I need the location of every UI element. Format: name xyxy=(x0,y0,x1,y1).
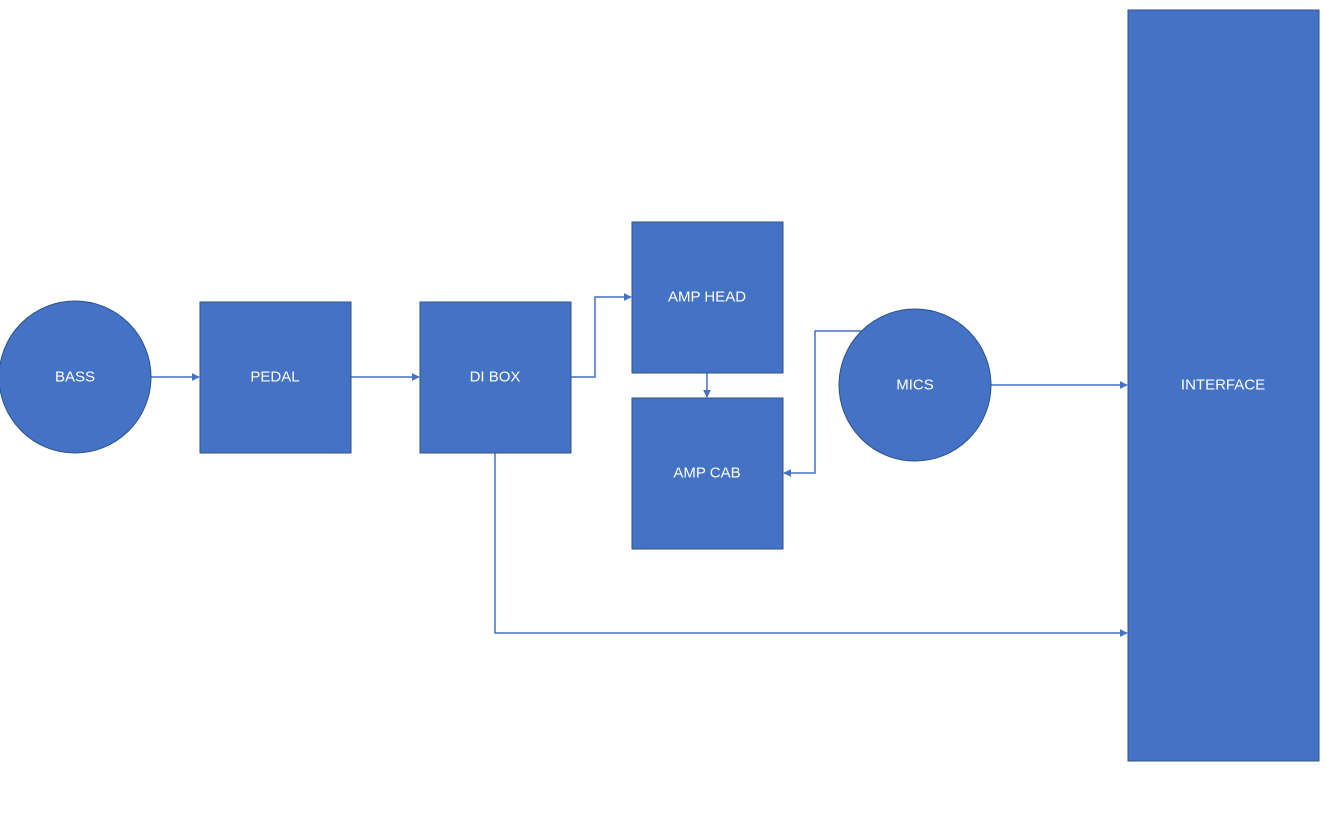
node-mics[interactable]: MICS xyxy=(838,308,992,462)
node-bass[interactable]: BASS xyxy=(0,300,152,454)
node-di-box[interactable]: DI BOX xyxy=(419,301,572,454)
bass-circle xyxy=(0,300,152,454)
bass-label: BASS xyxy=(55,369,95,386)
connector-di-box-to-amp-head xyxy=(571,293,632,378)
node-amp-head[interactable]: AMP HEAD xyxy=(631,221,784,374)
amp-cab-label: AMP CAB xyxy=(673,465,740,482)
amp-head-label: AMP HEAD xyxy=(668,289,746,306)
mics-circle xyxy=(838,308,992,462)
node-amp-cab[interactable]: AMP CAB xyxy=(631,397,784,550)
di-box-box xyxy=(419,301,572,454)
di-box-label: DI BOX xyxy=(470,369,521,386)
connectors xyxy=(151,293,1128,637)
amp-cab-box xyxy=(631,397,784,550)
interface-label: INTERFACE xyxy=(1181,377,1265,394)
connector-mics-to-amp-cab xyxy=(783,330,862,477)
amp-head-box xyxy=(631,221,784,374)
connector-di-box-to-interface xyxy=(494,453,1128,637)
pedal-box xyxy=(199,301,352,454)
pedal-label: PEDAL xyxy=(250,369,299,386)
mics-label: MICS xyxy=(896,377,934,394)
node-pedal[interactable]: PEDAL xyxy=(199,301,352,454)
node-interface[interactable]: INTERFACE xyxy=(1127,9,1320,762)
interface-box xyxy=(1127,9,1320,762)
